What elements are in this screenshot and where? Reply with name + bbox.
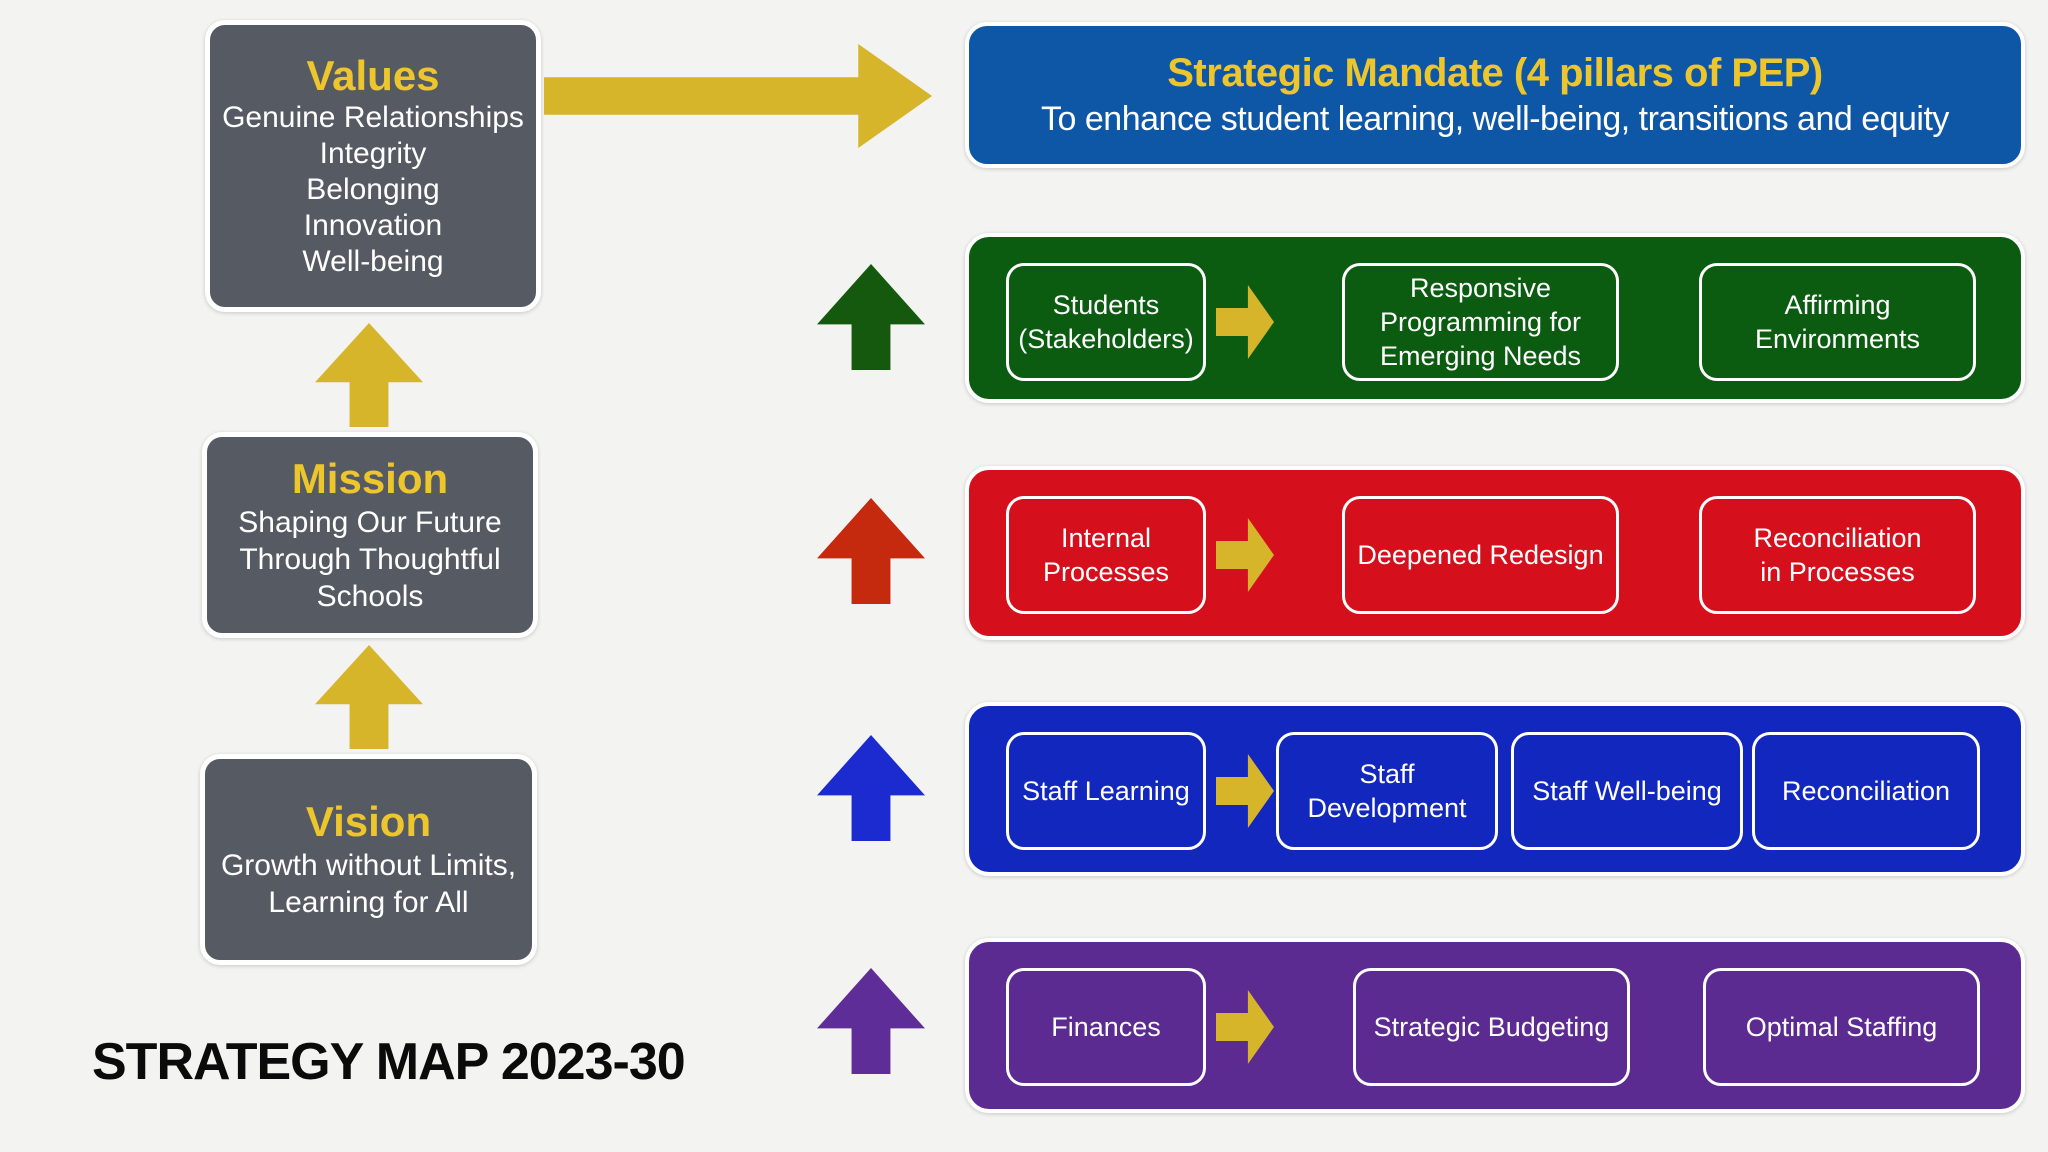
- mission-box: Mission Shaping Our Future Through Thoug…: [202, 432, 538, 638]
- values-item: Well-being: [302, 245, 444, 279]
- flow-arrow-icon: [1216, 518, 1274, 592]
- internal-processes-band: Internal Processes Deepened Redesign Rec…: [965, 466, 2025, 640]
- values-item: Genuine Relationships: [222, 101, 524, 135]
- page-title: STRATEGY MAP 2023-30: [92, 1033, 686, 1091]
- flow-arrow-icon: [1216, 754, 1274, 828]
- values-item: Belonging: [306, 173, 440, 207]
- vision-box: Vision Growth without Limits, Learning f…: [200, 754, 537, 965]
- internal-processes-outcome-box: Reconciliation in Processes: [1699, 496, 1976, 614]
- students-outcome-box: Affirming Environments: [1699, 263, 1976, 381]
- staff-learning-band: Staff Learning Staff Development Staff W…: [965, 702, 2025, 876]
- flow-arrow-icon: [1216, 990, 1274, 1064]
- vision-title: Vision: [305, 798, 432, 846]
- internal-processes-source-box: Internal Processes: [1006, 496, 1206, 614]
- values-item: Innovation: [303, 209, 443, 243]
- finances-band: Finances Strategic Budgeting Optimal Sta…: [965, 938, 2025, 1113]
- values-to-mandate-arrow-icon: [544, 44, 932, 148]
- mandate-subtitle: To enhance student learning, well-being,…: [1041, 100, 1949, 138]
- mandate-title: Strategic Mandate (4 pillars of PEP): [1167, 51, 1823, 95]
- students-source-box: Students (Stakeholders): [1006, 263, 1206, 381]
- staff-learning-outcome-box: Reconciliation: [1752, 732, 1980, 850]
- mission-title: Mission: [291, 455, 449, 503]
- values-box: Values Genuine Relationships Integrity B…: [205, 20, 541, 312]
- mission-text: Shaping Our Future Through Thoughtful Sc…: [238, 505, 502, 613]
- finances-outcome-box: Optimal Staffing: [1703, 968, 1980, 1086]
- students-band: Students (Stakeholders) Responsive Progr…: [965, 233, 2025, 403]
- values-title: Values: [306, 51, 440, 99]
- finances-outcome-box: Strategic Budgeting: [1353, 968, 1630, 1086]
- staff-learning-outcome-box: Staff Well-being: [1511, 732, 1743, 850]
- staff-learning-source-box: Staff Learning: [1006, 732, 1206, 850]
- mission-to-values-arrow-icon: [315, 323, 423, 427]
- students-outcome-box: Responsive Programming for Emerging Need…: [1342, 263, 1619, 381]
- flow-arrow-icon: [1216, 285, 1274, 359]
- vision-to-mission-arrow-icon: [315, 645, 423, 749]
- values-item: Integrity: [319, 137, 427, 171]
- internal-processes-outcome-box: Deepened Redesign: [1342, 496, 1619, 614]
- staff-learning-row-arrow-icon: [817, 735, 925, 841]
- finances-row-arrow-icon: [817, 968, 925, 1074]
- strategic-mandate-banner: Strategic Mandate (4 pillars of PEP) To …: [965, 22, 2025, 168]
- students-row-arrow-icon: [817, 264, 925, 370]
- internal-processes-row-arrow-icon: [817, 498, 925, 604]
- staff-learning-outcome-box: Staff Development: [1276, 732, 1498, 850]
- vision-text: Growth without Limits, Learning for All: [220, 848, 517, 919]
- finances-source-box: Finances: [1006, 968, 1206, 1086]
